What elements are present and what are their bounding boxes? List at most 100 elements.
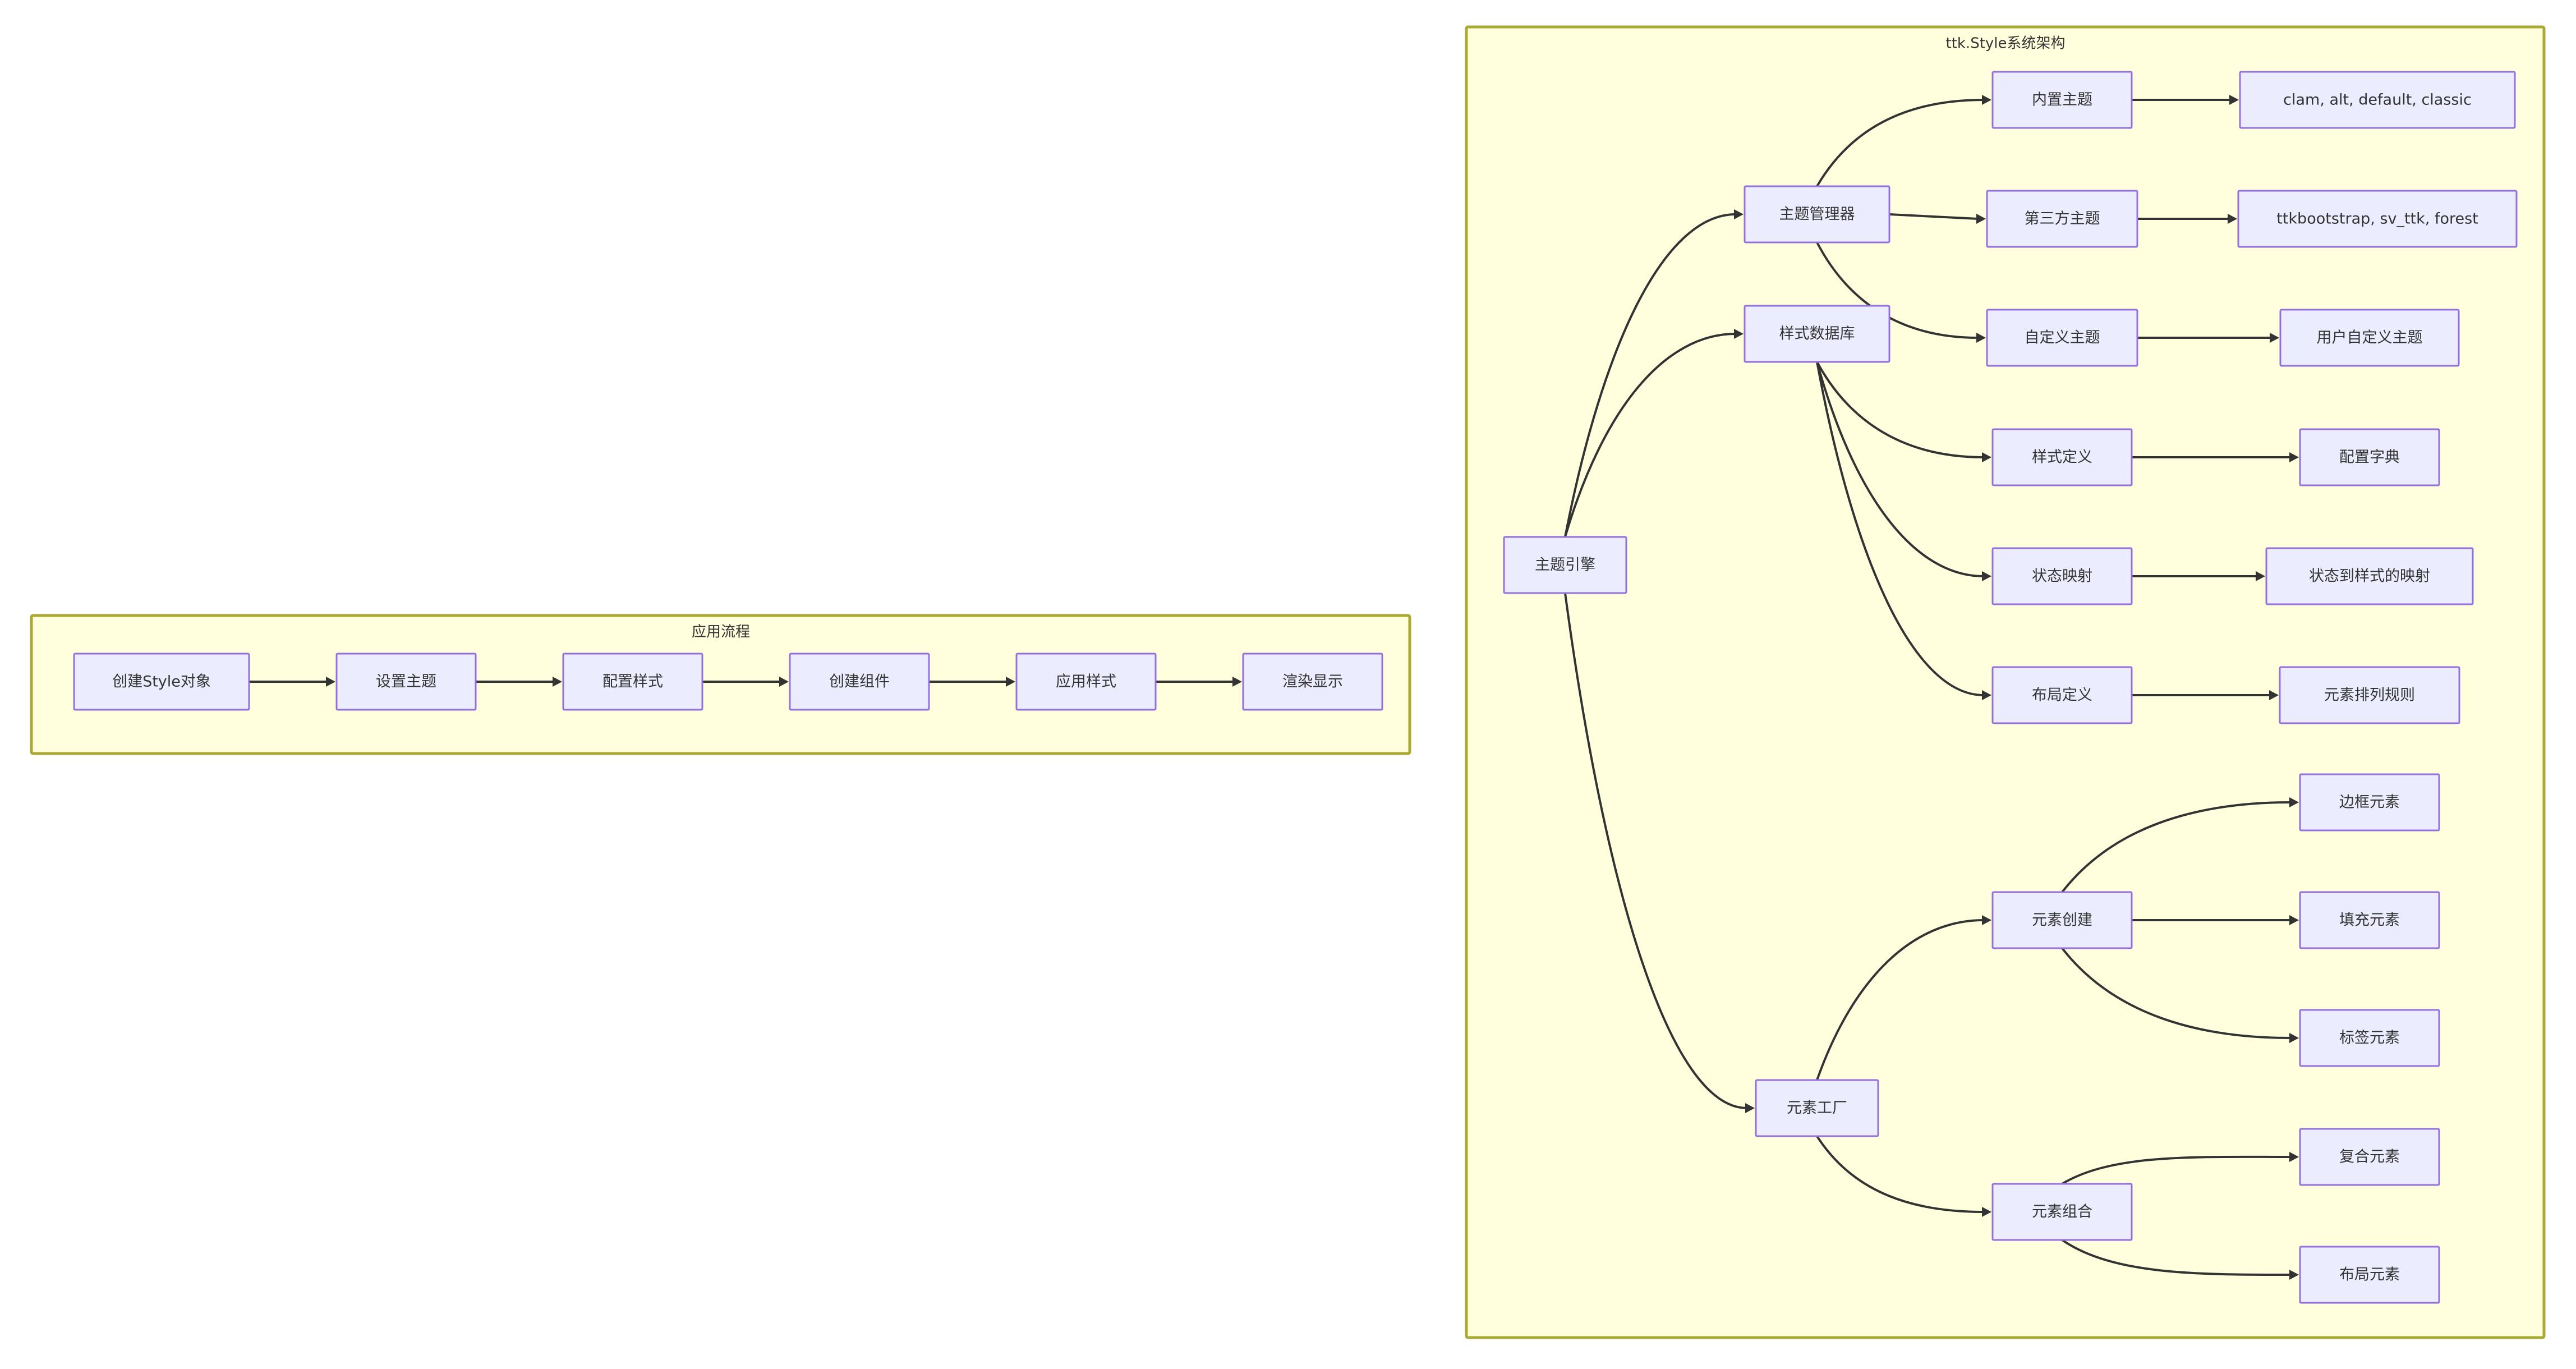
edge-主题管理器-to-第三方主题 bbox=[1889, 213, 1986, 224]
edge-arrowhead-icon bbox=[1734, 209, 1744, 219]
node-box[interactable] bbox=[1991, 71, 2133, 129]
node-主题管理器[interactable]: 主题管理器 bbox=[1744, 185, 1890, 244]
edge-line bbox=[1816, 1135, 1984, 1213]
node-状态到样式的映射[interactable]: 状态到样式的映射 bbox=[2265, 547, 2474, 605]
node-box[interactable] bbox=[2279, 309, 2460, 367]
node-内置主题[interactable]: 内置主题 bbox=[1991, 71, 2133, 129]
node-label: 第三方主题 bbox=[2025, 210, 2100, 228]
node-样式数据库[interactable]: 样式数据库 bbox=[1744, 305, 1890, 363]
edge-arrowhead-icon bbox=[2289, 915, 2299, 925]
node-渲染显示[interactable]: 渲染显示 bbox=[1242, 653, 1383, 711]
edge-元素组合-to-布局元素 bbox=[2061, 1239, 2299, 1280]
node-设置主题[interactable]: 设置主题 bbox=[335, 653, 477, 711]
edge-自定义主题-to-用户自定义主题 bbox=[2137, 333, 2279, 343]
edge-应用样式-to-渲染显示 bbox=[1156, 677, 1242, 687]
node-元素组合[interactable]: 元素组合 bbox=[1991, 1183, 2133, 1241]
node-label: 元素组合 bbox=[2032, 1203, 2092, 1221]
edge-arrowhead-icon bbox=[2289, 1033, 2299, 1043]
node-box[interactable] bbox=[1991, 428, 2133, 486]
node-元素工厂[interactable]: 元素工厂 bbox=[1755, 1079, 1879, 1137]
node-box[interactable] bbox=[2265, 547, 2474, 605]
node-box[interactable] bbox=[2239, 71, 2516, 129]
edge-元素工厂-to-元素创建 bbox=[1816, 915, 1991, 1081]
edge-布局定义-to-元素排列规则 bbox=[2132, 690, 2279, 700]
node-自定义主题[interactable]: 自定义主题 bbox=[1986, 309, 2138, 367]
node-box[interactable] bbox=[1986, 309, 2138, 367]
node-box[interactable] bbox=[335, 653, 477, 711]
edge-arrowhead-icon bbox=[2270, 333, 2279, 343]
node-label: 元素工厂 bbox=[1787, 1100, 1847, 1117]
edge-arrowhead-icon bbox=[1982, 1207, 1991, 1217]
edge-arrowhead-icon bbox=[1976, 333, 1986, 343]
node-填充元素[interactable]: 填充元素 bbox=[2299, 891, 2440, 949]
node-box[interactable] bbox=[1986, 190, 2138, 248]
edge-样式数据库-to-状态映射 bbox=[1816, 361, 1991, 581]
node-label: 应用样式 bbox=[1056, 673, 1116, 691]
node-label: 填充元素 bbox=[2339, 912, 2400, 929]
node-box[interactable] bbox=[1991, 547, 2133, 605]
node-box[interactable] bbox=[1991, 666, 2133, 724]
edge-line bbox=[1816, 361, 1984, 458]
node-box[interactable] bbox=[1503, 536, 1627, 594]
edge-line bbox=[1564, 333, 1736, 538]
node-布局元素[interactable]: 布局元素 bbox=[2299, 1246, 2440, 1304]
node-label: 元素排列规则 bbox=[2324, 687, 2415, 704]
edge-line bbox=[2061, 947, 2292, 1039]
node-box[interactable] bbox=[2299, 428, 2440, 486]
edge-元素创建-to-填充元素 bbox=[2132, 915, 2299, 925]
edge-arrowhead-icon bbox=[2289, 797, 2299, 807]
edge-arrowhead-icon bbox=[1745, 1103, 1755, 1113]
node-第三方主题[interactable]: 第三方主题 bbox=[1986, 190, 2138, 248]
node-clam-alt-default-classic[interactable]: clam, alt, default, classic bbox=[2239, 71, 2516, 129]
edge-第三方主题-to-ttkbootstrap-sv-ttk-forest bbox=[2137, 214, 2237, 224]
node-label: 设置主题 bbox=[376, 673, 436, 691]
node-box[interactable] bbox=[2299, 773, 2440, 831]
node-box[interactable] bbox=[1991, 891, 2133, 949]
node-用户自定义主题[interactable]: 用户自定义主题 bbox=[2279, 309, 2460, 367]
node-box[interactable] bbox=[1991, 1183, 2133, 1241]
node-box[interactable] bbox=[2299, 1009, 2440, 1067]
edge-arrowhead-icon bbox=[1982, 915, 1991, 925]
edge-line bbox=[1816, 361, 1984, 577]
node-box[interactable] bbox=[1744, 305, 1890, 363]
node-box[interactable] bbox=[2237, 190, 2518, 248]
node-元素创建[interactable]: 元素创建 bbox=[1991, 891, 2133, 949]
node-样式定义[interactable]: 样式定义 bbox=[1991, 428, 2133, 486]
edge-line bbox=[1816, 361, 1984, 696]
node-box[interactable] bbox=[2279, 666, 2460, 724]
node-标签元素[interactable]: 标签元素 bbox=[2299, 1009, 2440, 1067]
edge-状态映射-to-状态到样式的映射 bbox=[2132, 571, 2265, 581]
node-应用样式[interactable]: 应用样式 bbox=[1015, 653, 1157, 711]
node-复合元素[interactable]: 复合元素 bbox=[2299, 1128, 2440, 1186]
node-box[interactable] bbox=[1015, 653, 1157, 711]
node-边框元素[interactable]: 边框元素 bbox=[2299, 773, 2440, 831]
node-box[interactable] bbox=[1242, 653, 1383, 711]
node-box[interactable] bbox=[1755, 1079, 1879, 1137]
node-状态映射[interactable]: 状态映射 bbox=[1991, 547, 2133, 605]
node-label: 元素创建 bbox=[2032, 912, 2092, 929]
node-box[interactable] bbox=[789, 653, 930, 711]
node-label: 样式数据库 bbox=[1779, 325, 1855, 343]
node-主题引擎[interactable]: 主题引擎 bbox=[1503, 536, 1627, 594]
node-box[interactable] bbox=[562, 653, 703, 711]
node-创建组件[interactable]: 创建组件 bbox=[789, 653, 930, 711]
edge-line bbox=[1816, 99, 1984, 187]
node-box[interactable] bbox=[2299, 1128, 2440, 1186]
node-配置样式[interactable]: 配置样式 bbox=[562, 653, 703, 711]
node-ttkbootstrap-sv-ttk-forest[interactable]: ttkbootstrap, sv_ttk, forest bbox=[2237, 190, 2518, 248]
node-label: clam, alt, default, classic bbox=[2283, 91, 2472, 109]
node-创建style对象[interactable]: 创建Style对象 bbox=[73, 653, 250, 711]
node-元素排列规则[interactable]: 元素排列规则 bbox=[2279, 666, 2460, 724]
node-box[interactable] bbox=[2299, 1246, 2440, 1304]
node-配置字典[interactable]: 配置字典 bbox=[2299, 428, 2440, 486]
node-label: 边框元素 bbox=[2339, 794, 2400, 811]
node-box[interactable] bbox=[1744, 185, 1890, 244]
edge-arrowhead-icon bbox=[2256, 571, 2265, 581]
node-box[interactable] bbox=[73, 653, 250, 711]
cluster-title: 应用流程 bbox=[692, 624, 750, 641]
edge-主题引擎-to-主题管理器 bbox=[1564, 209, 1744, 538]
edge-主题引擎-to-元素工厂 bbox=[1564, 592, 1755, 1113]
node-box[interactable] bbox=[2299, 891, 2440, 949]
node-布局定义[interactable]: 布局定义 bbox=[1991, 666, 2133, 724]
